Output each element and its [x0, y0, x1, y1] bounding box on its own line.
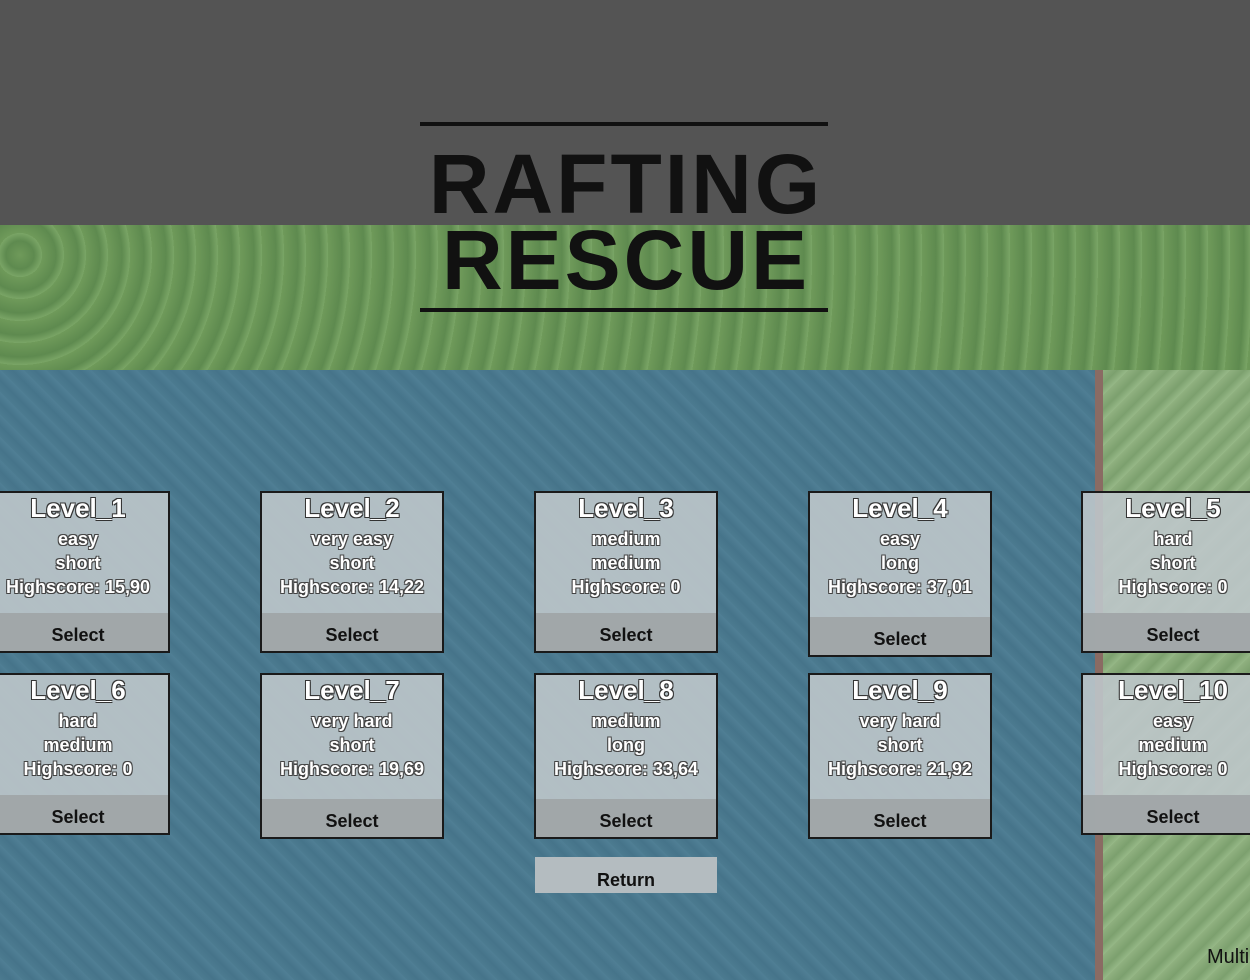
level-length: medium — [43, 735, 113, 755]
level-highscore: Highscore: 0 — [1118, 577, 1228, 597]
level-length: long — [607, 735, 645, 755]
level-highscore: Highscore: 33,64 — [553, 759, 699, 779]
level-difficulty: very hard — [859, 711, 941, 731]
level-highscore: Highscore: 37,01 — [827, 577, 973, 597]
select-level-button[interactable]: Select — [1083, 795, 1250, 833]
select-level-button[interactable]: Select — [1083, 613, 1250, 651]
level-highscore: Highscore: 19,69 — [279, 759, 425, 779]
select-level-button[interactable]: Select — [810, 617, 990, 655]
level-name: Level_4 — [852, 493, 948, 523]
logo-bar-top — [420, 122, 828, 126]
level-card: Level_6 hard medium Highscore: 0 Select — [0, 673, 170, 835]
level-card: Level_4 easy long Highscore: 37,01 Selec… — [808, 491, 992, 657]
level-card: Level_9 very hard short Highscore: 21,92… — [808, 673, 992, 839]
level-highscore: Highscore: 14,22 — [279, 577, 425, 597]
level-highscore: Highscore: 0 — [571, 577, 681, 597]
level-length: short — [329, 735, 375, 755]
level-difficulty: easy — [1152, 711, 1194, 731]
select-level-button[interactable]: Select — [810, 799, 990, 837]
level-name: Level_3 — [578, 493, 674, 523]
game-logo: RAFTING RESCUE — [420, 122, 832, 317]
level-length: medium — [1138, 735, 1208, 755]
level-name: Level_10 — [1118, 675, 1228, 705]
logo-line1: RAFTING — [428, 137, 824, 231]
level-card: Level_5 hard short Highscore: 0 Select — [1081, 491, 1250, 653]
select-level-button[interactable]: Select — [262, 613, 442, 651]
level-difficulty: very easy — [310, 529, 394, 549]
level-card: Level_10 easy medium Highscore: 0 Select — [1081, 673, 1250, 835]
level-name: Level_8 — [578, 675, 674, 705]
return-button[interactable]: Return — [535, 857, 717, 893]
level-difficulty: medium — [591, 529, 661, 549]
level-length: short — [329, 553, 375, 573]
level-highscore: Highscore: 0 — [1118, 759, 1228, 779]
level-length: short — [1150, 553, 1196, 573]
level-name: Level_7 — [304, 675, 400, 705]
logo-line2: RESCUE — [441, 213, 811, 307]
level-difficulty: very hard — [311, 711, 393, 731]
level-card: Level_1 easy short Highscore: 15,90 Sele… — [0, 491, 170, 653]
level-difficulty: easy — [879, 529, 921, 549]
level-length: medium — [591, 553, 661, 573]
level-highscore: Highscore: 21,92 — [827, 759, 973, 779]
select-level-button[interactable]: Select — [0, 613, 168, 651]
level-name: Level_1 — [30, 493, 126, 523]
select-level-button[interactable]: Select — [536, 799, 716, 837]
level-card: Level_2 very easy short Highscore: 14,22… — [260, 491, 444, 653]
select-level-button[interactable]: Select — [536, 613, 716, 651]
level-name: Level_6 — [30, 675, 126, 705]
level-difficulty: hard — [1153, 529, 1193, 549]
level-card: Level_8 medium long Highscore: 33,64 Sel… — [534, 673, 718, 839]
level-difficulty: hard — [58, 711, 98, 731]
level-card: Level_3 medium medium Highscore: 0 Selec… — [534, 491, 718, 653]
select-level-button[interactable]: Select — [262, 799, 442, 837]
level-name: Level_5 — [1125, 493, 1221, 523]
level-length: short — [877, 735, 923, 755]
level-card: Level_7 very hard short Highscore: 19,69… — [260, 673, 444, 839]
level-name: Level_2 — [304, 493, 400, 523]
level-highscore: Highscore: 0 — [23, 759, 133, 779]
level-highscore: Highscore: 15,90 — [5, 577, 151, 597]
logo-bar-bottom — [420, 308, 828, 312]
level-length: short — [55, 553, 101, 573]
select-level-button[interactable]: Select — [0, 795, 168, 833]
level-difficulty: easy — [57, 529, 99, 549]
level-name: Level_9 — [852, 675, 948, 705]
level-difficulty: medium — [591, 711, 661, 731]
multi-button[interactable]: Multi — [1207, 946, 1250, 968]
level-length: long — [881, 553, 919, 573]
